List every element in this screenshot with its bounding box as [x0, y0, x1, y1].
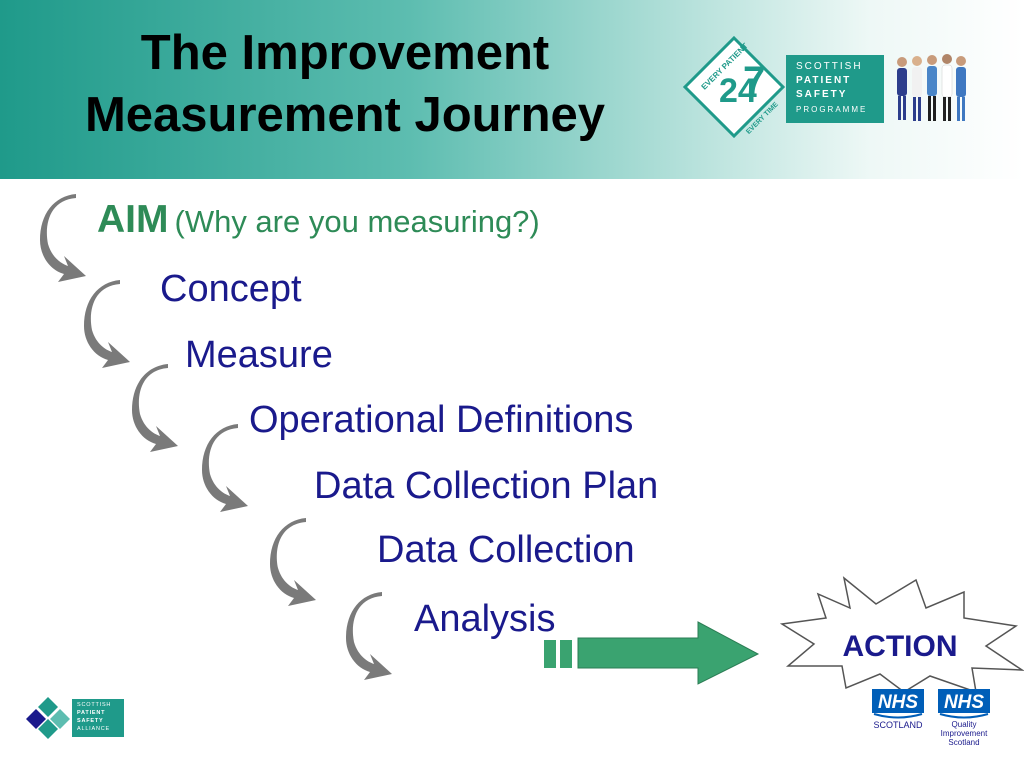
step-data-collection-plan: Data Collection Plan [314, 465, 659, 507]
step-measure: Measure [185, 334, 333, 376]
step-data-collection: Data Collection [377, 529, 635, 571]
action-label: ACTION [842, 630, 958, 663]
aim-question: (Why are you measuring?) [174, 204, 540, 239]
every-patient-every-time-logo: 24 7 EVERY PATIENT EVERY TIME [683, 36, 785, 138]
badge-number-7: 7 [743, 59, 765, 103]
nhs-qi-line-2: Improvement [940, 729, 988, 738]
page-title: The Improvement Measurement Journey [0, 22, 690, 146]
scottish-patient-safety-programme-label: SCOTTISH PATIENT SAFETY PROGRAMME [786, 55, 884, 123]
nhs-qi-line-1: Quality [951, 720, 977, 729]
programme-line-2: PATIENT [796, 75, 852, 86]
step-concept: Concept [160, 268, 302, 310]
alliance-line-4: ALLIANCE [77, 726, 110, 732]
green-arrow-icon [544, 621, 760, 685]
step-analysis: Analysis [414, 598, 556, 640]
curved-arrow-icon [84, 280, 130, 368]
badge-number-24: 24 [719, 72, 757, 110]
curved-arrow-icon [132, 364, 178, 452]
title-line-2: Measurement Journey [84, 88, 606, 142]
nhs-quality-improvement-logo: NHS [938, 689, 990, 713]
healthcare-staff-image [897, 54, 966, 121]
alliance-line-3: SAFETY [77, 718, 104, 724]
nhs-qi-line-3: Scotland [948, 738, 980, 747]
curved-arrow-icon [202, 424, 248, 512]
aim-label: AIM [97, 198, 169, 241]
curved-arrow-icon [270, 518, 316, 606]
curved-arrow-icon [40, 194, 86, 282]
programme-line-3: SAFETY [796, 89, 848, 100]
nhs-qi-saltire-icon [939, 713, 989, 719]
programme-line-4: PROGRAMME [796, 105, 868, 114]
action-starburst-shape [780, 576, 1024, 692]
patient-safety-alliance-label: SCOTTISH PATIENT SAFETY ALLIANCE [72, 699, 124, 737]
alliance-line-1: SCOTTISH [77, 702, 112, 708]
title-line-1: The Improvement [140, 26, 550, 80]
patient-safety-alliance-logo [26, 697, 70, 739]
nhs-mark-2: NHS [944, 692, 984, 713]
nhs-scotland-text: SCOTLAND [873, 720, 923, 730]
nhs-scotland-logo: NHS [872, 689, 924, 713]
nhs-scotland-saltire-icon [873, 713, 923, 719]
nhs-qi-text: Quality Improvement Scotland [930, 720, 998, 747]
step-aim: AIM(Why are you measuring?) [97, 198, 540, 242]
step-operational-definitions: Operational Definitions [249, 399, 634, 441]
programme-line-1: SCOTTISH [796, 61, 863, 72]
curved-arrow-icon [346, 592, 392, 680]
nhs-mark-1: NHS [878, 692, 918, 713]
alliance-line-2: PATIENT [77, 710, 106, 716]
